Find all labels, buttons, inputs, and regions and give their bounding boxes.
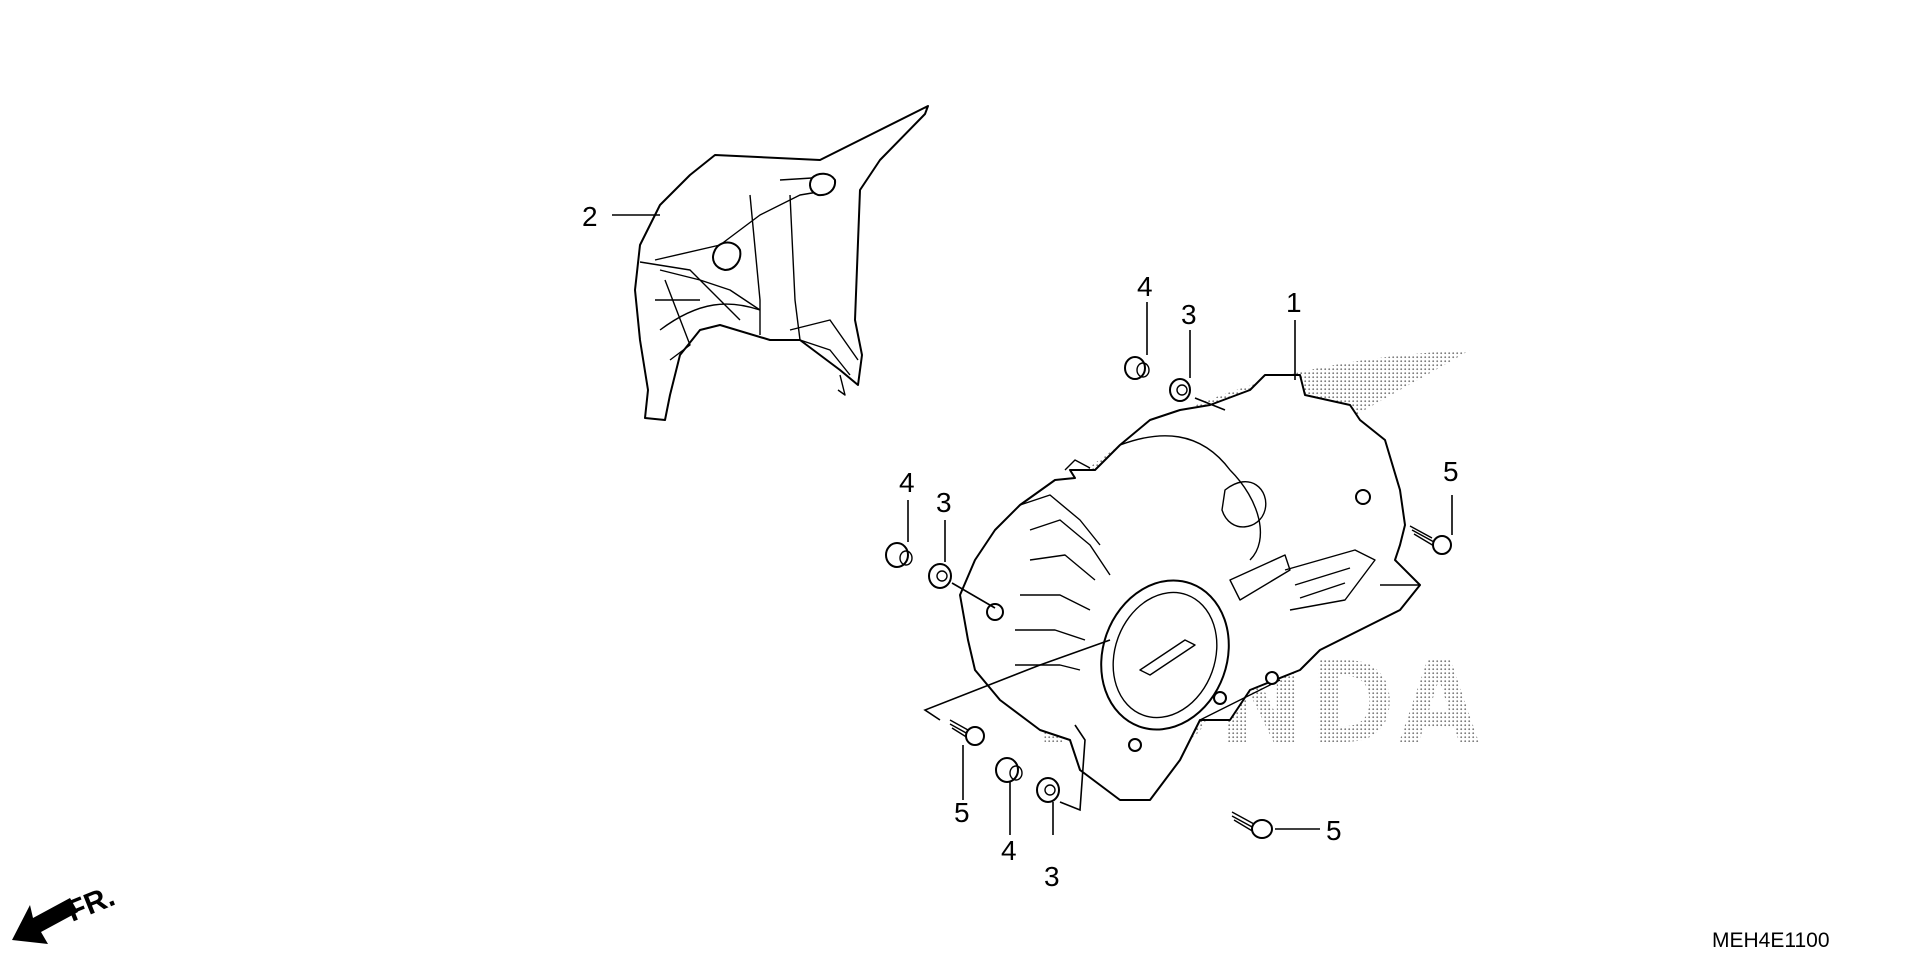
- callout-5-right: 5: [1443, 456, 1459, 487]
- part-2-inner-shroud: [634, 105, 929, 421]
- callout-1: 1: [1286, 287, 1302, 318]
- callout-3-bottom: 3: [1044, 861, 1060, 892]
- callout-4-bottom: 4: [1001, 835, 1017, 866]
- callout-4-left: 4: [899, 467, 915, 498]
- grommet-bottom: [995, 757, 1023, 783]
- front-indicator: FR.: [12, 880, 119, 944]
- collar-top: [1169, 378, 1191, 402]
- callout-2: 2: [582, 201, 598, 232]
- callout-labels: 1 2 4 3 4 3 5 5 5 4 3: [582, 201, 1459, 892]
- part-1-side-cover: [959, 374, 1421, 801]
- bolt-left: [949, 719, 985, 746]
- callout-4-top: 4: [1137, 271, 1153, 302]
- front-indicator-label: FR.: [62, 880, 119, 929]
- front-arrow-icon: [12, 898, 78, 944]
- drawing-code: MEH4E1100: [1712, 929, 1830, 952]
- collar-left: [928, 563, 952, 589]
- grommet-left: [885, 542, 913, 568]
- bolt-right: [1409, 525, 1452, 555]
- collar-bottom: [1036, 777, 1060, 803]
- bolt-lower-right: [1231, 811, 1273, 839]
- grommet-top: [1124, 356, 1150, 380]
- fasteners: [885, 356, 1452, 839]
- callout-5-lower-right: 5: [1326, 815, 1342, 846]
- callout-5-left: 5: [954, 797, 970, 828]
- callout-3-top: 3: [1181, 299, 1197, 330]
- leader-lines: [612, 214, 1453, 835]
- callout-3-left: 3: [936, 487, 952, 518]
